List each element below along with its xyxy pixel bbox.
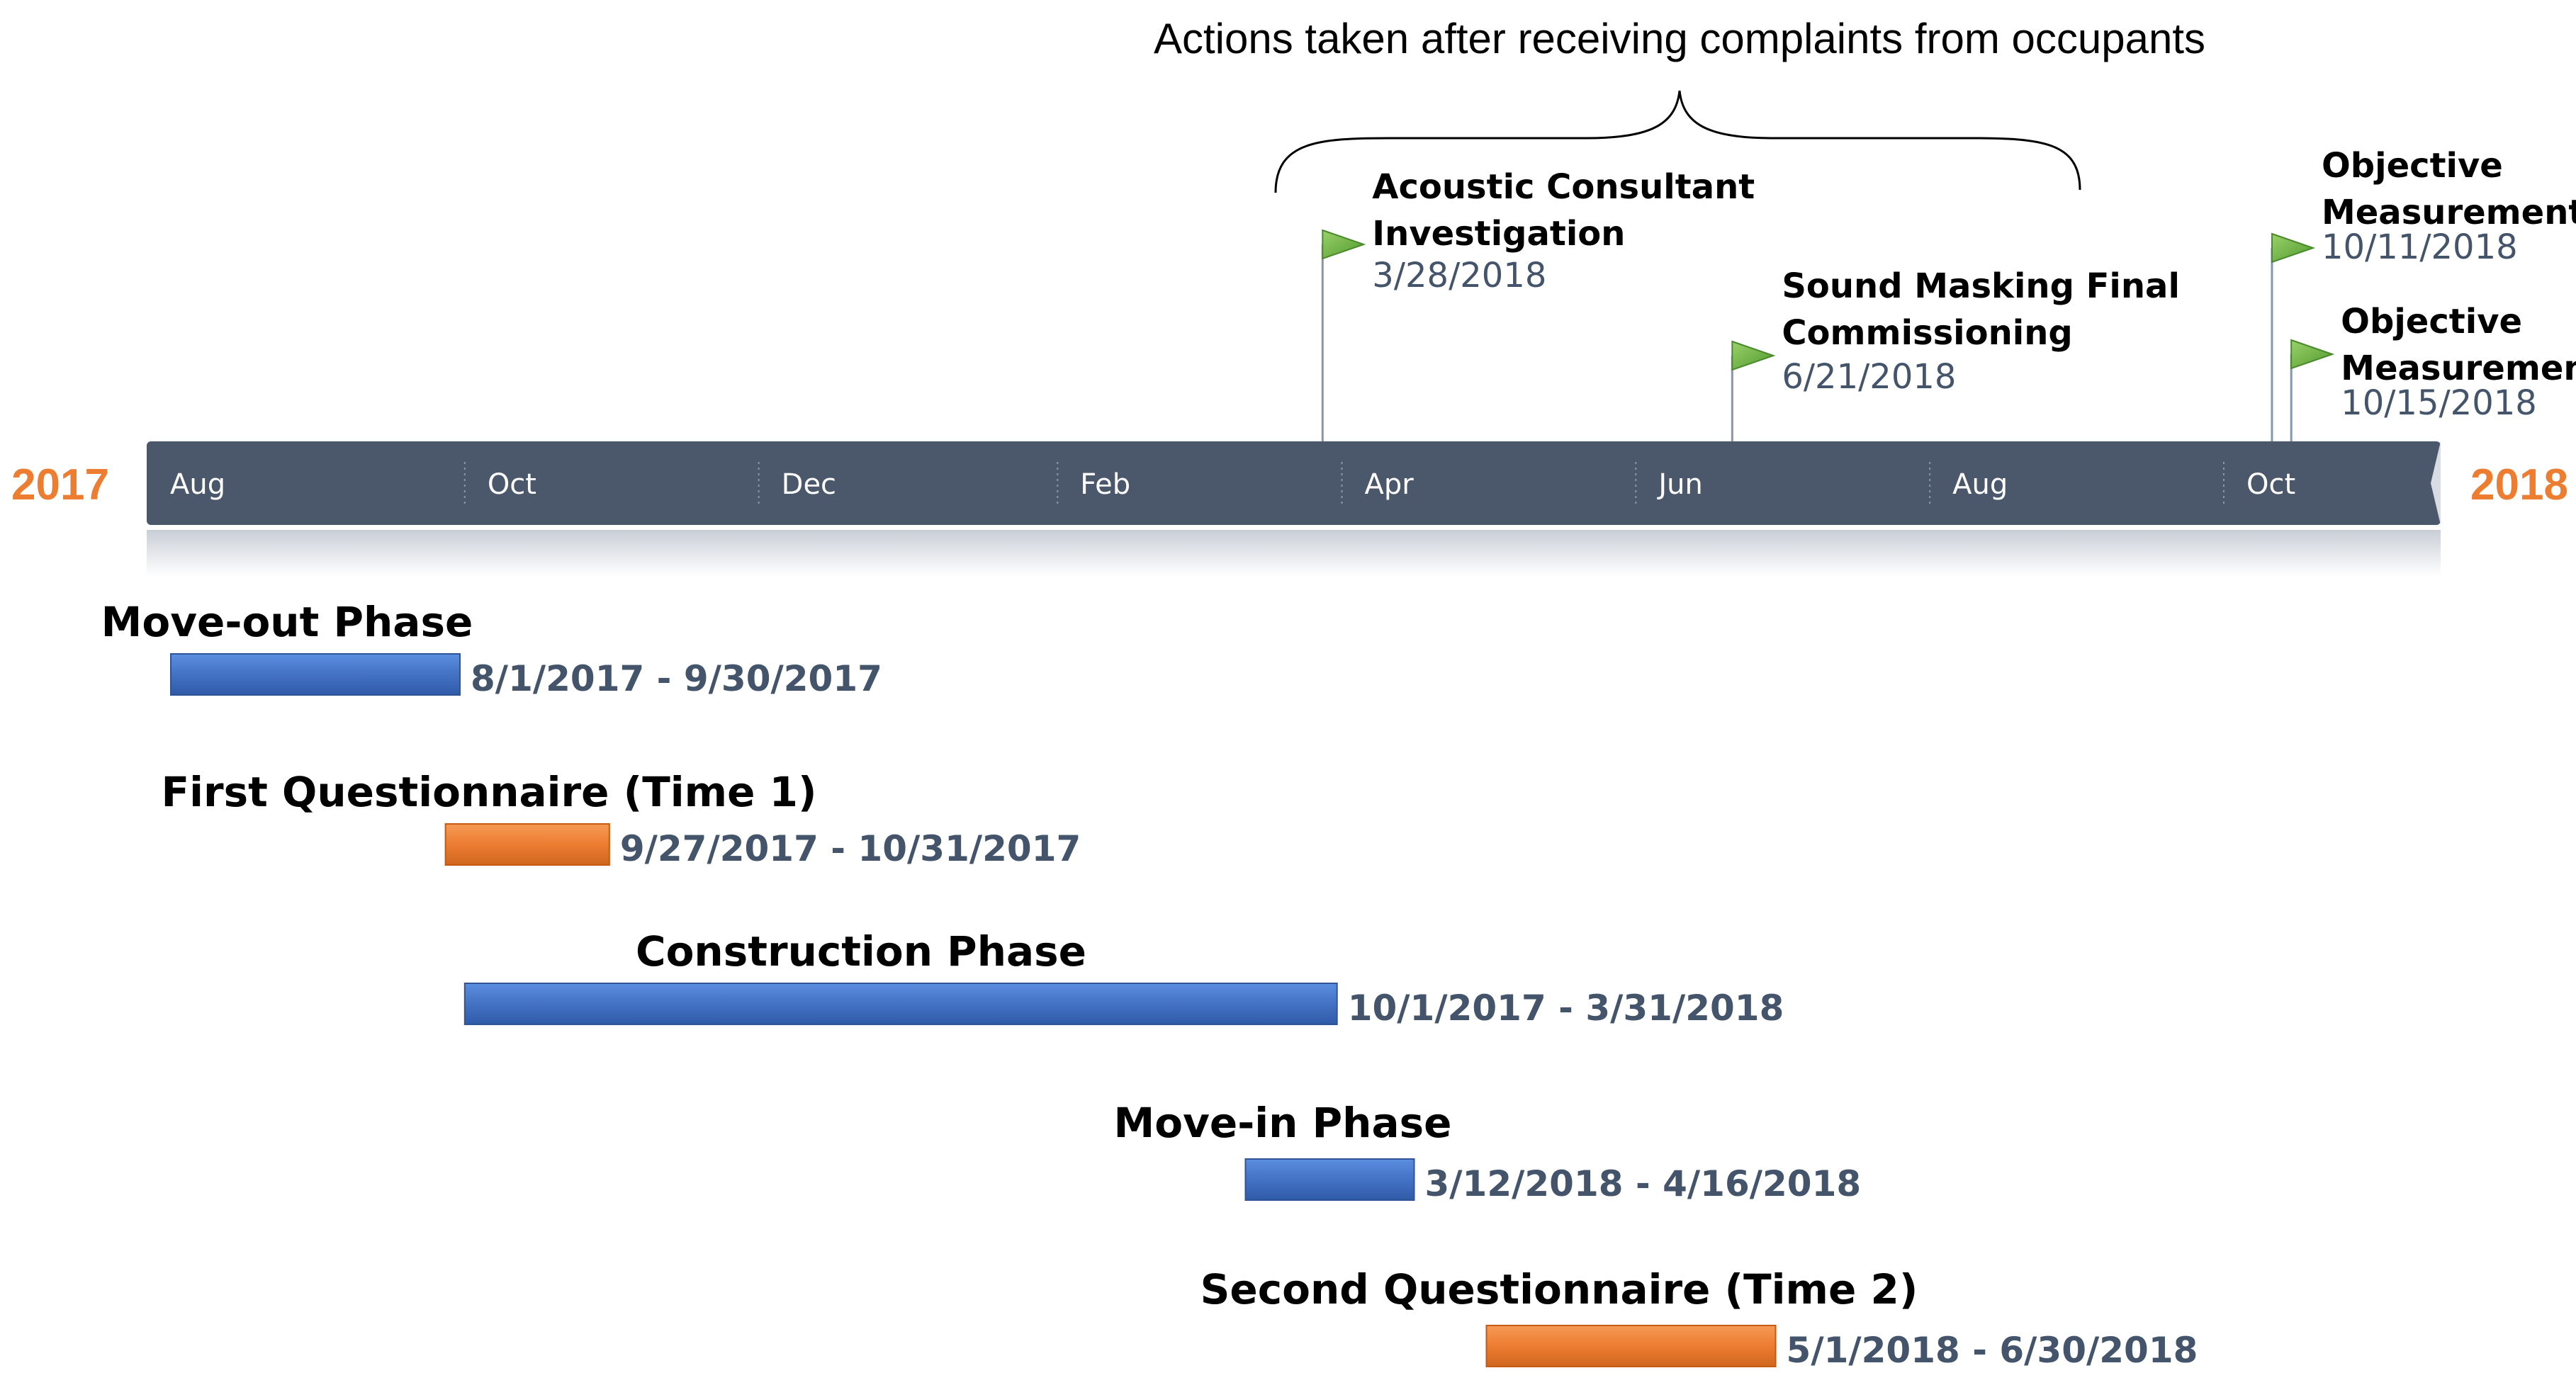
milestone-date: 10/11/2018 bbox=[2322, 227, 2518, 267]
milestones: Acoustic ConsultantInvestigation3/28/201… bbox=[1321, 146, 2576, 441]
milestone-title: Objective bbox=[2322, 146, 2503, 186]
milestone-title: Commissioning bbox=[1782, 313, 2072, 353]
annotation-brace bbox=[1274, 90, 2081, 193]
timeline-axis-end-cap bbox=[2431, 441, 2441, 525]
task-date-range: 5/1/2018 - 6/30/2018 bbox=[1787, 1330, 2198, 1371]
milestone-title: Measurement bbox=[2341, 349, 2576, 388]
milestone: Acoustic ConsultantInvestigation3/28/201… bbox=[1321, 167, 1755, 441]
timeline-axis-bar bbox=[147, 441, 2441, 525]
task-row: Construction Phase 10/1/2017 - 3/31/2018 bbox=[463, 927, 1784, 1029]
start-year-label: 2017 bbox=[11, 460, 109, 509]
milestone-title: Objective bbox=[2341, 302, 2522, 341]
flag-icon bbox=[2271, 232, 2316, 264]
milestone-date: 10/15/2018 bbox=[2341, 383, 2537, 423]
task-date-range: 8/1/2017 - 9/30/2017 bbox=[471, 658, 882, 699]
timeline-axis-shadow bbox=[147, 530, 2441, 577]
milestone: Sound Masking FinalCommissioning6/21/201… bbox=[1731, 266, 2180, 441]
task-bar bbox=[170, 653, 461, 696]
tasks: Move-out Phase 8/1/2017 - 9/30/2017First … bbox=[101, 598, 2198, 1371]
task-bar bbox=[444, 823, 610, 866]
milestone-title: Acoustic Consultant bbox=[1372, 167, 1755, 207]
task-row: Second Questionnaire (Time 2) 5/1/2018 - … bbox=[1200, 1265, 2198, 1371]
flag-icon bbox=[1731, 340, 1776, 371]
task-name: Second Questionnaire (Time 2) bbox=[1200, 1265, 1918, 1313]
end-year-label: 2018 bbox=[2470, 460, 2568, 509]
task-date-range: 3/12/2018 - 4/16/2018 bbox=[1425, 1163, 1862, 1204]
task-bar bbox=[1485, 1325, 1777, 1367]
task-bar bbox=[463, 983, 1338, 1025]
month-label: Apr bbox=[1365, 468, 1414, 501]
month-label: Dec bbox=[782, 468, 836, 501]
month-label: Aug bbox=[1952, 468, 2008, 501]
task-name: First Questionnaire (Time 1) bbox=[162, 768, 817, 816]
task-row: Move-in Phase 3/12/2018 - 4/16/2018 bbox=[1114, 1099, 1862, 1204]
month-label: Oct bbox=[2246, 468, 2295, 501]
annotation-title: Actions taken after receiving complaints… bbox=[1154, 15, 2205, 62]
month-ticks: Aug Oct Dec Feb Apr Jun Aug Oct bbox=[170, 462, 2295, 504]
month-label: Oct bbox=[488, 468, 536, 501]
month-label: Feb bbox=[1080, 468, 1130, 501]
task-date-range: 10/1/2017 - 3/31/2018 bbox=[1348, 988, 1784, 1029]
milestone-title: Measurement bbox=[2322, 193, 2576, 232]
milestone-title: Sound Masking Final bbox=[1782, 266, 2180, 306]
task-name: Move-out Phase bbox=[101, 598, 473, 646]
milestone-date: 3/28/2018 bbox=[1372, 256, 1546, 295]
month-label: Jun bbox=[1656, 468, 1703, 501]
task-name: Move-in Phase bbox=[1114, 1099, 1452, 1147]
milestone-date: 6/21/2018 bbox=[1782, 357, 1956, 397]
task-name: Construction Phase bbox=[636, 927, 1086, 976]
task-row: First Questionnaire (Time 1) 9/27/2017 - … bbox=[162, 768, 1081, 869]
milestone-title: Investigation bbox=[1372, 214, 1625, 254]
flag-icon bbox=[2290, 339, 2335, 370]
flag-icon bbox=[1322, 229, 1366, 260]
month-label: Aug bbox=[170, 468, 225, 501]
task-row: Move-out Phase 8/1/2017 - 9/30/2017 bbox=[101, 598, 882, 699]
task-bar bbox=[1244, 1158, 1415, 1201]
task-date-range: 9/27/2017 - 10/31/2017 bbox=[620, 828, 1081, 869]
